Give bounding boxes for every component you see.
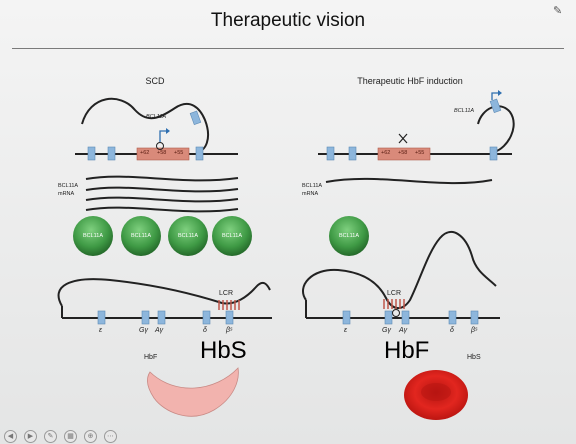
slide-title: Therapeutic vision: [210, 10, 366, 31]
pen-icon[interactable]: ✎: [44, 430, 57, 443]
bcl11a-protein: [329, 216, 369, 256]
title-divider: [12, 48, 564, 49]
bcl11a-protein: [168, 216, 208, 256]
left-gene-label: BCL11A: [146, 114, 167, 120]
enhancer-label: +55: [415, 150, 425, 156]
right-globin-locus: [302, 231, 500, 325]
globin-gene-label: Gγ: [382, 327, 391, 334]
exon-box: [195, 146, 204, 161]
bcl11a-protein: [121, 216, 161, 256]
globin-gene-label: ε: [344, 327, 348, 334]
enhancer-label: +58: [398, 150, 408, 156]
enhancer-label: +55: [174, 150, 184, 156]
left-heading: SCD: [145, 76, 165, 86]
transcription-arrow-icon: [159, 130, 166, 142]
right-hbs-label: HbS: [467, 354, 481, 361]
right-mrna-label-line2: mRNA: [302, 191, 319, 197]
left-hbf-label: HbF: [144, 354, 158, 361]
right-mrna-line: [325, 177, 493, 185]
transcription-arrow-icon: [491, 92, 498, 100]
globin-gene-label: βˢ: [226, 327, 233, 334]
loop-anchor: [156, 142, 164, 150]
left-lcr-label: LCR: [219, 290, 234, 297]
globin-gene-label: ε: [99, 327, 103, 334]
pen-cursor-icon: ✎: [553, 5, 563, 17]
protein-label: BCL11A: [130, 233, 152, 239]
more-icon[interactable]: ⋯: [104, 430, 117, 443]
protein-label: BCL11A: [177, 233, 199, 239]
enhancer-label: +62: [140, 150, 150, 156]
slides-icon[interactable]: ▦: [64, 430, 77, 443]
left-mrna-lines: [85, 175, 239, 213]
globin-gene-label: δ: [203, 327, 207, 334]
globin-gene-label: δ: [450, 327, 454, 334]
protein-label: BCL11A: [338, 233, 360, 239]
zoom-icon[interactable]: ⊕: [84, 430, 97, 443]
right-hbf-label: HbF: [384, 337, 430, 364]
exon-box: [107, 146, 116, 161]
forward-icon[interactable]: ▶: [24, 430, 37, 443]
back-icon[interactable]: ◀: [4, 430, 17, 443]
protein-label: BCL11A: [221, 233, 243, 239]
right-gene-label: BCL11A: [454, 108, 475, 114]
left-globin-locus: [57, 278, 272, 325]
disrupted-loop-icon: [398, 133, 408, 144]
sickle-cell: [146, 367, 239, 417]
globin-gene-label: Aγ: [155, 327, 164, 334]
bcl11a-protein: [212, 216, 252, 256]
promoter-box: [189, 110, 202, 126]
globin-gene-label: βˢ: [471, 327, 478, 334]
globin-gene-label: Gγ: [139, 327, 148, 334]
left-mrna-label-line1: BCL11A: [58, 183, 79, 189]
enhancer-label: +58: [157, 150, 167, 156]
right-bcl11a-locus: [318, 90, 515, 161]
exon-box: [87, 146, 96, 161]
bcl11a-protein: [73, 216, 113, 256]
left-hbs-label: HbS: [200, 337, 247, 364]
left-bcl11a-locus: [75, 97, 238, 161]
protein-label: BCL11A: [82, 233, 104, 239]
right-mrna-label-line1: BCL11A: [302, 183, 323, 189]
globin-gene-label: Aγ: [399, 327, 408, 334]
right-lcr-label: LCR: [387, 290, 402, 297]
enhancer-label: +62: [381, 150, 391, 156]
right-heading: Therapeutic HbF induction: [357, 76, 463, 86]
left-mrna-label-line2: mRNA: [58, 191, 75, 197]
